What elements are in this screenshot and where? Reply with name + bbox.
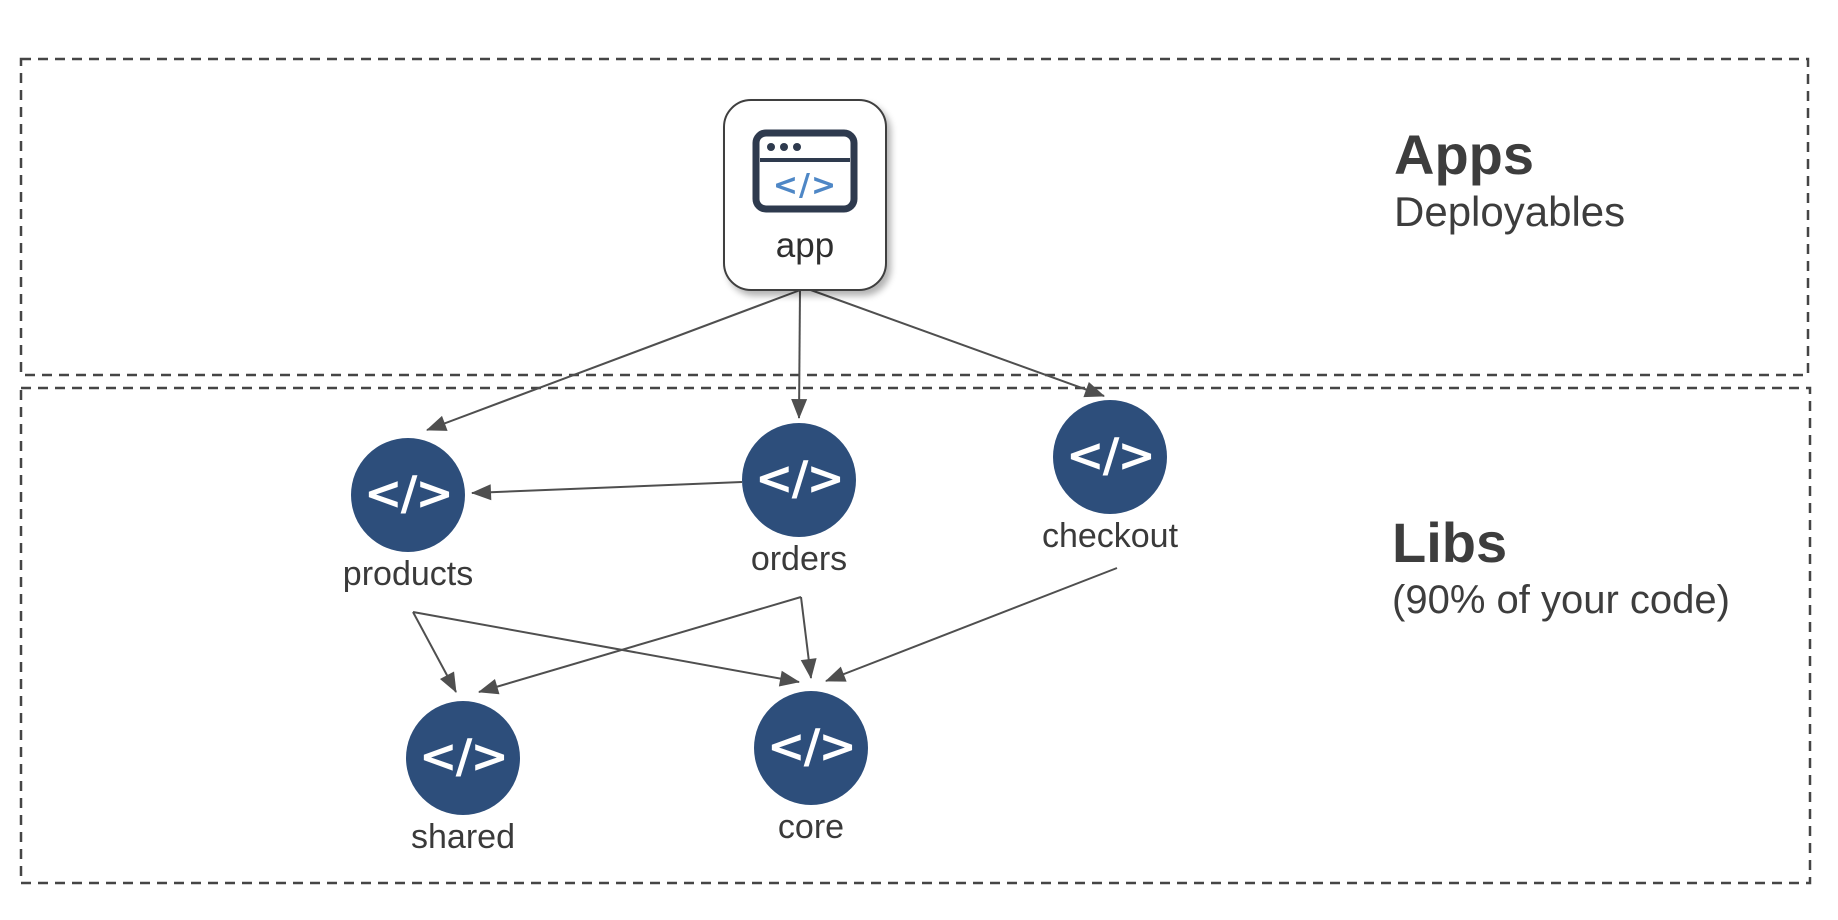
- edge-products-to-core: [412, 611, 800, 687]
- edge-app-to-products: [426, 288, 804, 431]
- edge-app-to-checkout: [807, 288, 1105, 398]
- edge-orders-to-shared: [478, 596, 802, 695]
- region-box-libs: [19, 386, 1812, 885]
- apps-region-title: Apps: [1394, 123, 1534, 186]
- apps-region-subtitle: Deployables: [1394, 188, 1626, 235]
- edge-checkout-to-core: [825, 567, 1118, 682]
- region-box-apps: [19, 57, 1810, 377]
- edge-app-to-orders: [791, 288, 808, 419]
- libs-region-subtitle: (90% of your code): [1392, 578, 1730, 622]
- libs-region-label: Libs (90% of your code): [1392, 512, 1730, 626]
- edge-products-to-shared: [412, 611, 457, 693]
- edge-orders-to-products: [471, 481, 743, 501]
- apps-region-label: Apps Deployables: [1394, 124, 1625, 238]
- libs-region-title: Libs: [1392, 511, 1508, 574]
- edge-orders-to-core: [800, 596, 817, 679]
